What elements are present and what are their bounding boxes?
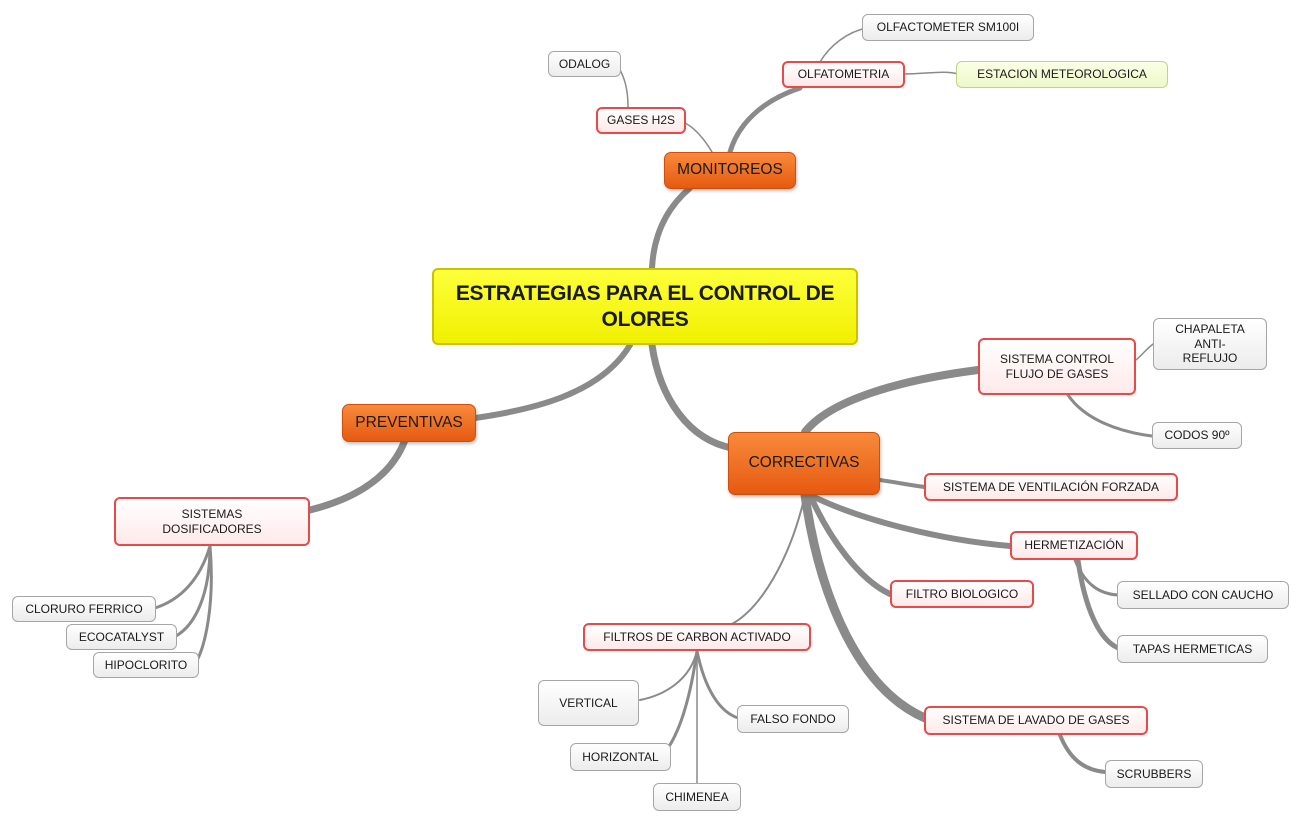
topic-ecocatalyst[interactable]: ECOCATALYST xyxy=(66,624,177,650)
branch-monitoreos[interactable]: MONITOREOS xyxy=(664,152,796,189)
link-hermetizacion-tapas xyxy=(1075,557,1121,651)
link-monitoreos-olfatometria xyxy=(727,85,803,155)
link-olfatometria-estacion xyxy=(904,71,959,75)
topic-horizontal[interactable]: HORIZONTAL xyxy=(570,743,671,771)
link-preventivas-dosificadores xyxy=(306,436,409,514)
topic-filtro-biologico[interactable]: FILTRO BIOLOGICO xyxy=(890,580,1034,608)
link-olfatometria-olfactometer xyxy=(819,27,867,63)
topic-codos-90[interactable]: CODOS 90º xyxy=(1152,422,1242,449)
topic-falso-fondo[interactable]: FALSO FONDO xyxy=(737,705,849,733)
topic-sistema-ventilacion-forzada[interactable]: SISTEMA DE VENTILACIÓN FORZADA xyxy=(924,473,1178,501)
link-correctivas-filtros-carbon xyxy=(729,494,806,626)
topic-hipoclorito[interactable]: HIPOCLORITO xyxy=(93,652,199,678)
link-correctivas-ventilacion xyxy=(878,478,927,489)
topic-sistema-control-flujo-gases[interactable]: SISTEMA CONTROL FLUJO DE GASES xyxy=(978,338,1136,395)
topic-sellado-con-caucho[interactable]: SELLADO CON CAUCHO xyxy=(1117,581,1289,609)
link-correctivas-sistema-control xyxy=(801,366,982,436)
topic-cloruro-ferrico[interactable]: CLORURO FERRICO xyxy=(12,596,156,622)
link-correctivas-filtro-biologico xyxy=(807,492,893,597)
link-carbon-falso-fondo xyxy=(695,649,740,720)
link-carbon-horizontal xyxy=(666,649,699,750)
topic-chimenea[interactable]: CHIMENEA xyxy=(653,783,741,811)
topic-sistemas-dosificadores[interactable]: SISTEMAS DOSIFICADORES xyxy=(114,497,310,546)
link-lavado-scrubbers xyxy=(1058,733,1107,774)
link-central-correctivas xyxy=(648,341,736,452)
link-central-monitoreos xyxy=(649,185,693,271)
topic-hermetizacion[interactable]: HERMETIZACIÓN xyxy=(1010,531,1138,560)
topic-olfatometria[interactable]: OLFATOMETRIA xyxy=(782,61,905,88)
link-dosificadores-cloruro xyxy=(153,544,212,610)
link-monitoreos-gases xyxy=(684,122,713,153)
topic-filtros-carbon-activado[interactable]: FILTROS DE CARBON ACTIVADO xyxy=(583,623,811,651)
topic-estacion-meteorologica[interactable]: ESTACION METEOROLOGICA xyxy=(956,61,1168,88)
central-topic[interactable]: ESTRATEGIAS PARA EL CONTROL DE OLORES xyxy=(432,268,858,345)
topic-chapaleta-anti-reflujo[interactable]: CHAPALETA ANTI-REFLUJO xyxy=(1153,318,1267,370)
link-central-preventivas xyxy=(472,342,633,421)
link-correctivas-hermetizacion xyxy=(807,492,1013,549)
topic-tapas-hermeticas[interactable]: TAPAS HERMETICAS xyxy=(1117,635,1268,663)
topic-vertical[interactable]: VERTICAL xyxy=(538,680,639,726)
topic-odalog[interactable]: ODALOG xyxy=(548,51,621,77)
branch-correctivas[interactable]: CORRECTIVAS xyxy=(728,432,880,495)
branch-preventivas[interactable]: PREVENTIVAS xyxy=(342,404,476,442)
link-control-codos xyxy=(1066,393,1154,438)
topic-sistema-lavado-gases[interactable]: SISTEMA DE LAVADO DE GASES xyxy=(924,706,1148,735)
link-correctivas-lavado xyxy=(800,490,930,723)
topic-scrubbers[interactable]: SCRUBBERS xyxy=(1105,760,1203,788)
topic-gases-h2s[interactable]: GASES H2S xyxy=(596,107,686,134)
topic-olfactometer-sm100i[interactable]: OLFACTOMETER SM100I xyxy=(862,14,1034,41)
link-dosificadores-ecocatalyst xyxy=(174,544,212,638)
